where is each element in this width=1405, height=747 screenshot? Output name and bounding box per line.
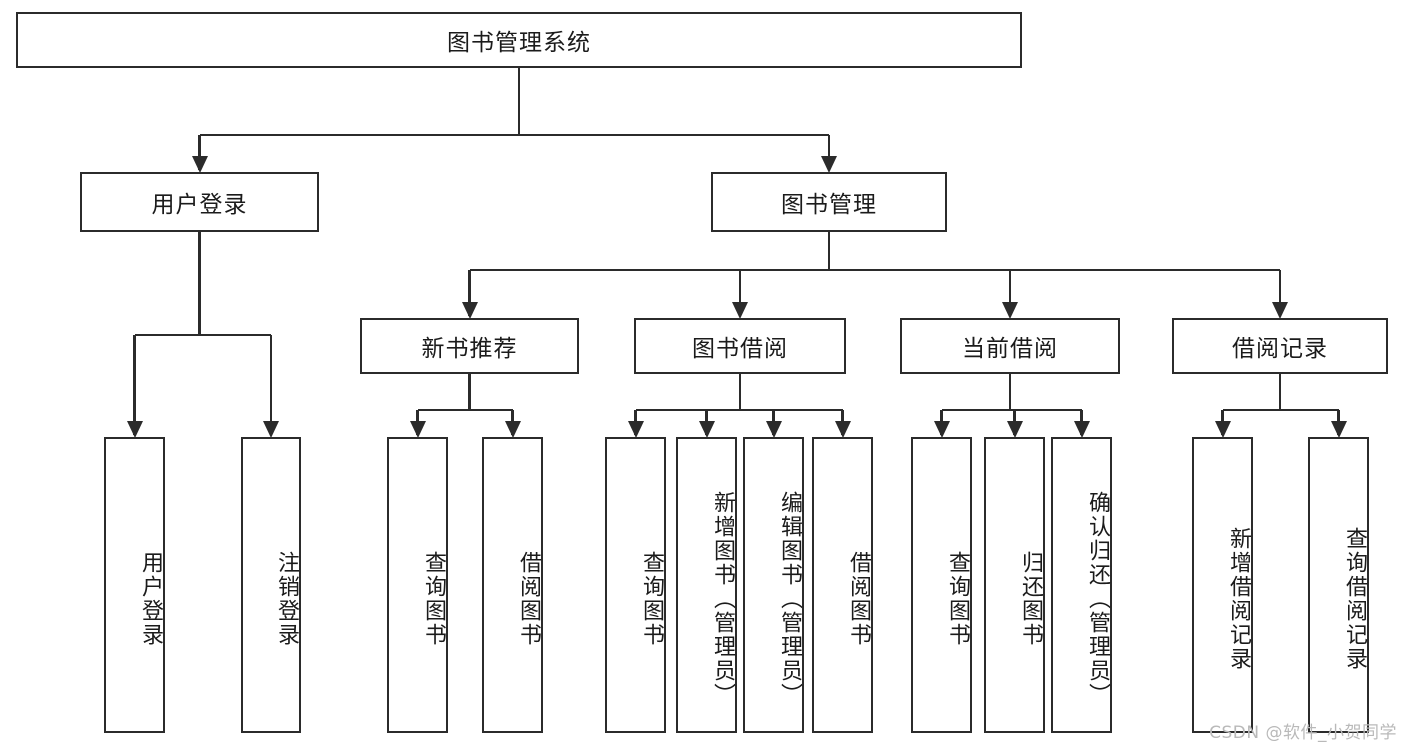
arrowhead-book-mgmt-to-level3-2 — [1002, 302, 1018, 319]
edge-user-login-to-leaf-0 — [133, 335, 136, 435]
leaf-node-10-label: 确认归还（管理员） — [1085, 491, 1110, 707]
edge-root-stem — [517, 68, 521, 135]
level2-node-1-label: 图书管理 — [781, 192, 877, 218]
leaf-node-9[interactable]: 归还图书 — [984, 437, 1045, 733]
edge-book-mgmt-bus — [469, 268, 1280, 272]
edge-level3-3-stem — [1278, 374, 1282, 410]
leaf-node-0-label: 用户登录 — [138, 551, 163, 647]
leaf-node-12-label: 查询借阅记录 — [1342, 527, 1367, 671]
root-node-book-management-system-label: 图书管理系统 — [447, 30, 591, 56]
leaf-node-0[interactable]: 用户登录 — [104, 437, 165, 733]
leaf-node-1-label: 注销登录 — [274, 551, 299, 647]
arrowhead-root-to-level2-0 — [191, 156, 208, 173]
edge-level3-2-stem — [1008, 374, 1012, 410]
edge-book-mgmt-to-level3-1 — [738, 270, 742, 316]
edge-book-mgmt-to-level3-2 — [1008, 270, 1012, 316]
leaf-node-10[interactable]: 确认归还（管理员） — [1051, 437, 1112, 733]
edge-user-login-stem — [198, 232, 201, 335]
leaf-node-11-label: 新增借阅记录 — [1226, 527, 1251, 671]
leaf-node-11[interactable]: 新增借阅记录 — [1192, 437, 1253, 733]
leaf-node-7-label: 借阅图书 — [846, 551, 871, 647]
leaf-node-4[interactable]: 查询图书 — [605, 437, 666, 733]
edge-level3-3-bus — [1222, 408, 1339, 412]
edge-book-mgmt-to-level3-0 — [468, 270, 471, 316]
level3-node-0[interactable]: 新书推荐 — [360, 318, 579, 374]
leaf-node-3-label: 借阅图书 — [516, 551, 541, 647]
edge-level3-0-bus — [417, 408, 513, 412]
level3-node-3-label: 借阅记录 — [1232, 336, 1328, 362]
leaf-node-8-label: 查询图书 — [945, 551, 970, 647]
arrowhead-level3-1-to-leaf-3 — [834, 421, 851, 438]
edge-root-bus — [199, 133, 829, 137]
leaf-node-2[interactable]: 查询图书 — [387, 437, 448, 733]
leaf-node-12[interactable]: 查询借阅记录 — [1308, 437, 1369, 733]
leaf-node-1[interactable]: 注销登录 — [241, 437, 301, 733]
arrowhead-level3-0-to-leaf-1 — [504, 421, 521, 438]
arrowhead-level3-1-to-leaf-0 — [627, 421, 644, 438]
arrowhead-level3-2-to-leaf-1 — [1006, 421, 1023, 438]
edge-user-login-bus — [134, 333, 271, 337]
arrowhead-book-mgmt-to-level3-3 — [1272, 302, 1288, 319]
leaf-node-5[interactable]: 新增图书（管理员） — [676, 437, 737, 733]
level3-node-2[interactable]: 当前借阅 — [900, 318, 1120, 374]
edge-level3-0-stem — [468, 374, 471, 410]
edge-book-mgmt-stem — [827, 232, 831, 270]
level3-node-1-label: 图书借阅 — [692, 336, 788, 362]
leaf-node-3[interactable]: 借阅图书 — [482, 437, 543, 733]
edge-level3-1-bus — [635, 408, 843, 412]
watermark-text: CSDN @软件_小贺同学 — [1209, 723, 1397, 743]
edge-level3-1-stem — [738, 374, 742, 410]
edge-user-login-to-leaf-1 — [269, 335, 273, 435]
leaf-node-4-label: 查询图书 — [639, 551, 664, 647]
level3-node-3[interactable]: 借阅记录 — [1172, 318, 1388, 374]
leaf-node-9-label: 归还图书 — [1018, 551, 1043, 647]
leaf-node-8[interactable]: 查询图书 — [911, 437, 972, 733]
level3-node-2-label: 当前借阅 — [962, 336, 1058, 362]
leaf-node-2-label: 查询图书 — [421, 551, 446, 647]
level2-node-0-label: 用户登录 — [151, 192, 248, 218]
arrowhead-level3-0-to-leaf-0 — [409, 421, 426, 438]
arrowhead-level3-3-to-leaf-0 — [1214, 421, 1231, 438]
edge-root-to-level2-1 — [827, 135, 831, 170]
arrowhead-level3-3-to-leaf-1 — [1330, 421, 1347, 438]
root-node-book-management-system[interactable]: 图书管理系统 — [16, 12, 1022, 68]
arrowhead-level3-1-to-leaf-2 — [765, 421, 782, 438]
level3-node-0-label: 新书推荐 — [421, 336, 518, 362]
leaf-node-5-label: 新增图书（管理员） — [710, 491, 735, 707]
edge-book-mgmt-to-level3-3 — [1278, 270, 1282, 316]
leaf-node-6[interactable]: 编辑图书（管理员） — [743, 437, 804, 733]
arrowhead-root-to-level2-1 — [821, 156, 837, 173]
arrowhead-level3-2-to-leaf-0 — [933, 421, 950, 438]
arrowhead-level3-2-to-leaf-2 — [1073, 421, 1090, 438]
arrowhead-book-mgmt-to-level3-1 — [732, 302, 748, 319]
arrowhead-user-login-to-leaf-0 — [126, 421, 143, 438]
arrowhead-book-mgmt-to-level3-0 — [461, 302, 478, 319]
leaf-node-6-label: 编辑图书（管理员） — [777, 491, 802, 707]
arrowhead-level3-1-to-leaf-1 — [698, 421, 715, 438]
level3-node-1[interactable]: 图书借阅 — [634, 318, 846, 374]
arrowhead-user-login-to-leaf-1 — [263, 421, 279, 438]
edge-level3-2-bus — [941, 408, 1082, 412]
leaf-node-7[interactable]: 借阅图书 — [812, 437, 873, 733]
level2-node-0[interactable]: 用户登录 — [80, 172, 319, 232]
level2-node-1[interactable]: 图书管理 — [711, 172, 947, 232]
edge-root-to-level2-0 — [198, 135, 201, 170]
